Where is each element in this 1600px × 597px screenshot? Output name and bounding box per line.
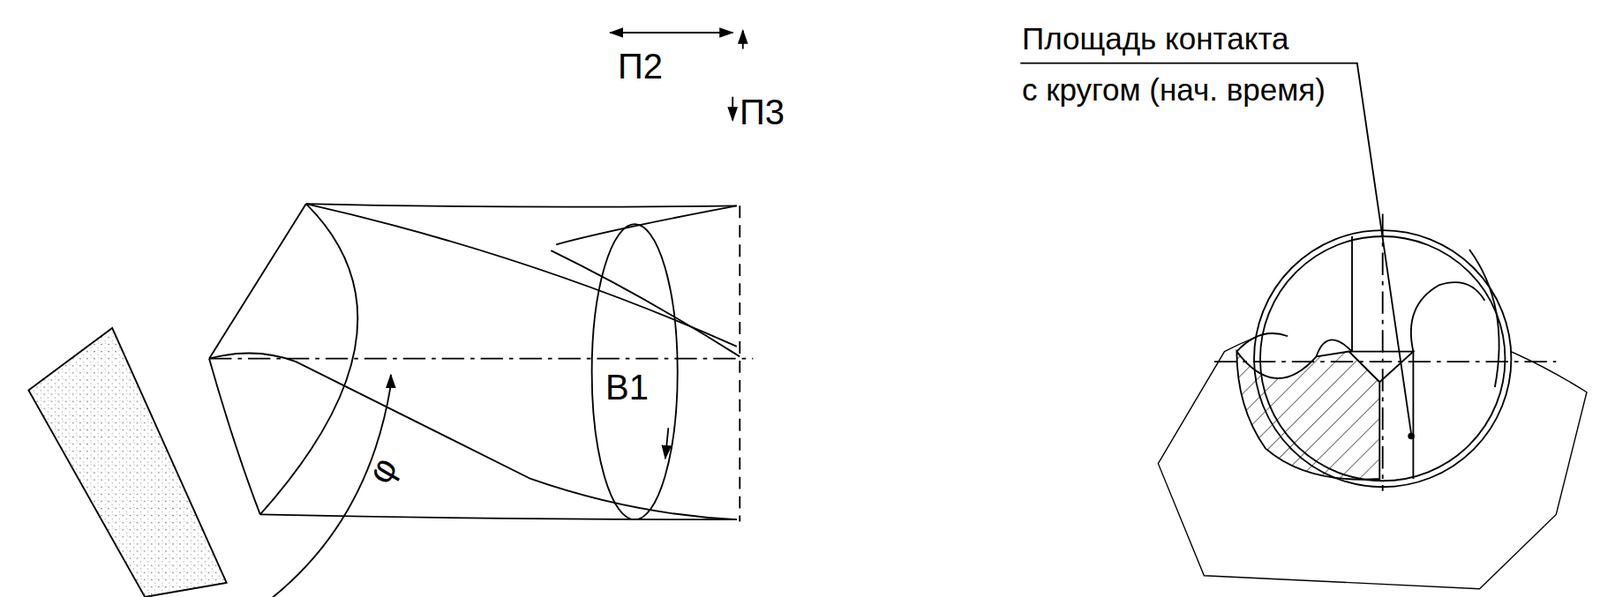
angle-label: φ [359,450,406,490]
callout-text: с кругом (нач. время) [1021,72,1326,108]
end-view [1020,63,1587,590]
rotation-label: В1 [605,367,649,408]
view-label: П2 [617,45,663,87]
left-view [28,30,753,597]
view-label: П3 [739,91,785,133]
callout-text: Площадь контакта [1021,21,1290,57]
